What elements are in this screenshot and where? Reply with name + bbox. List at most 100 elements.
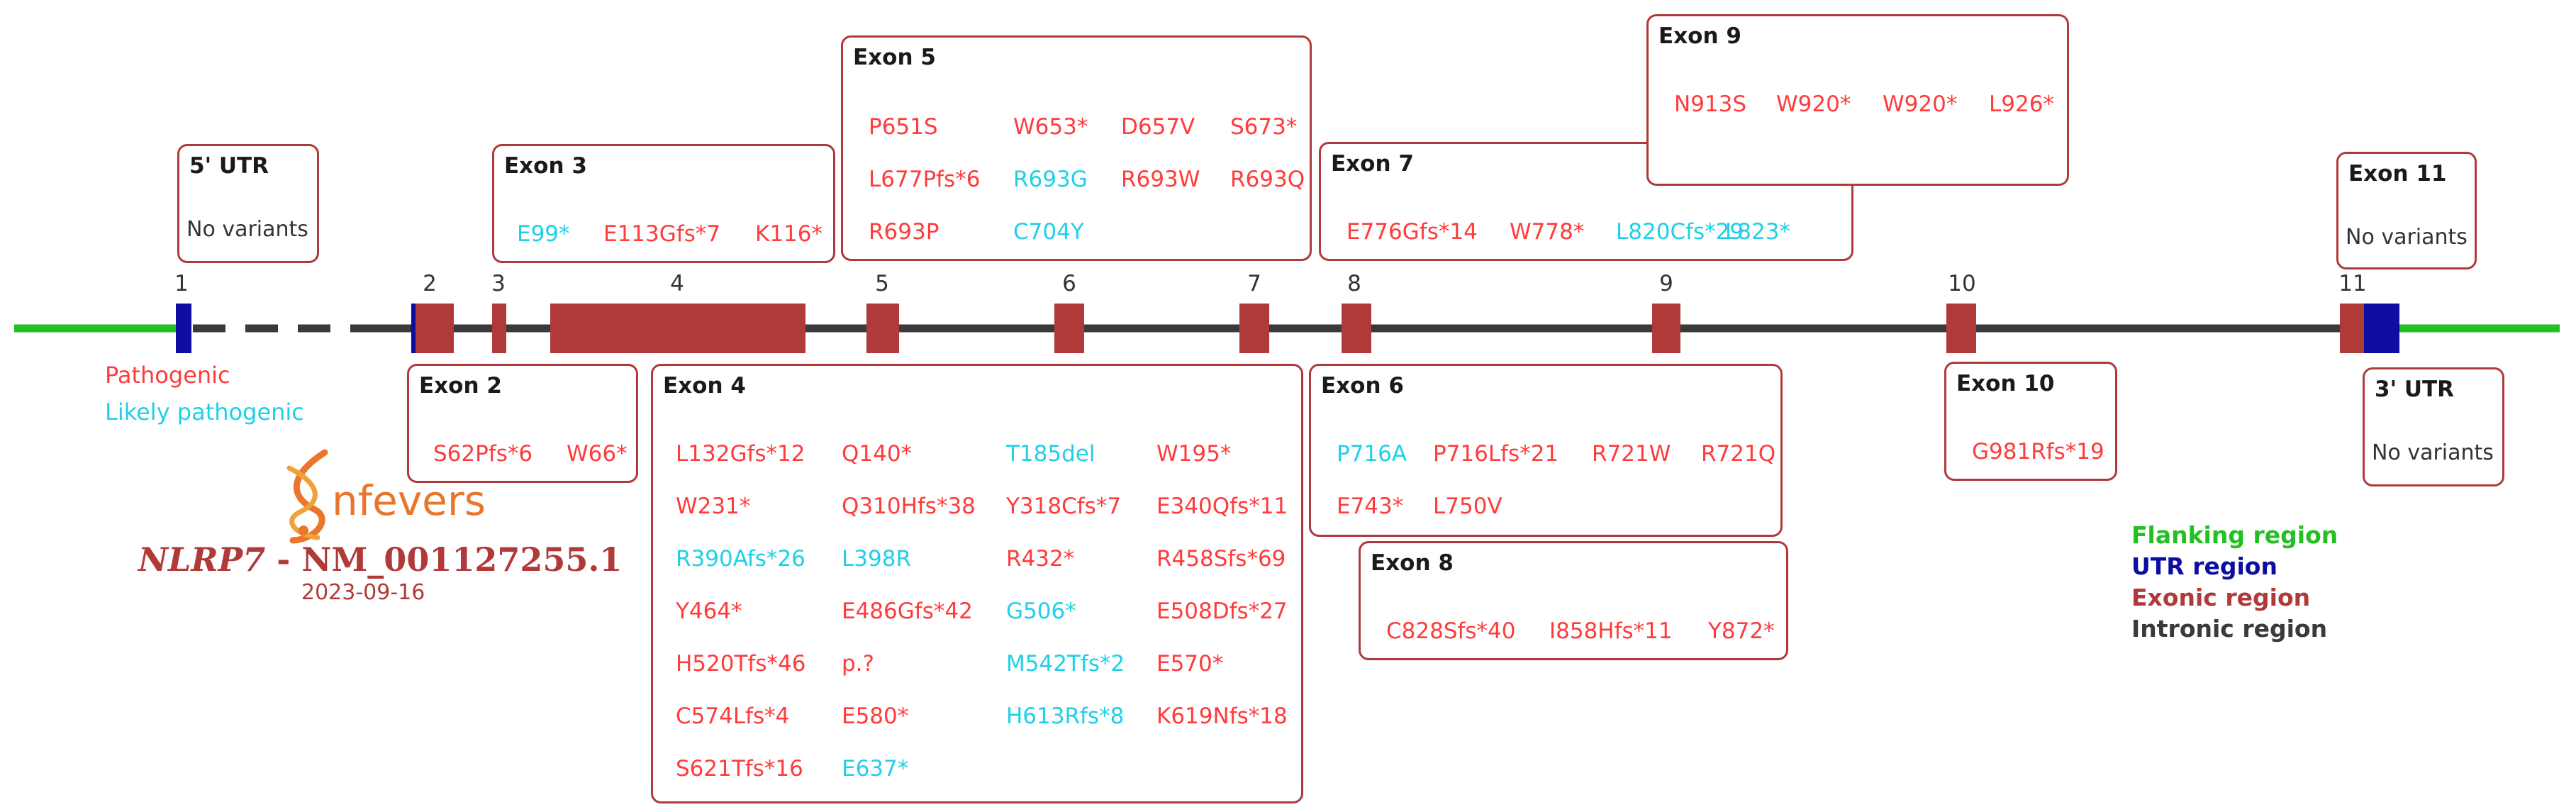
variant-label[interactable]: R721W — [1592, 441, 1671, 467]
variant-label[interactable]: I858Hfs*11 — [1549, 618, 1673, 644]
variant-label[interactable]: W195* — [1156, 441, 1232, 467]
exon-8-block — [1342, 304, 1371, 353]
exon-number-5: 5 — [875, 271, 889, 296]
variant-label[interactable]: L398R — [842, 546, 911, 572]
variant-label[interactable]: S621Tfs*16 — [676, 756, 803, 782]
variant-label[interactable]: G506* — [1006, 599, 1076, 624]
variant-label[interactable]: P651S — [869, 114, 938, 140]
variant-label[interactable]: W920* — [1776, 91, 1851, 117]
variant-label[interactable]: E486Gfs*42 — [842, 599, 973, 624]
variant-label[interactable]: L823* — [1725, 219, 1790, 245]
exon2-box: Exon 2 S62Pfs*6 W66* — [407, 364, 638, 483]
helix-logo-icon — [286, 449, 328, 544]
variant-label[interactable]: W920* — [1883, 91, 1958, 117]
exon3-box: Exon 3 E99* E113Gfs*7 K116* — [492, 144, 835, 263]
variant-label[interactable]: L926* — [1989, 91, 2054, 117]
gene-transcript: NM_001127255.1 — [301, 540, 623, 579]
variant-label[interactable]: H613Rfs*8 — [1006, 703, 1125, 729]
variant-label[interactable]: Y872* — [1708, 618, 1775, 644]
exon2-title: Exon 2 — [419, 373, 502, 399]
variant-label[interactable]: E580* — [842, 703, 909, 729]
variant-label[interactable]: W778* — [1510, 219, 1585, 245]
exon-2-utr-edge — [411, 304, 416, 353]
variant-label[interactable]: K116* — [755, 221, 823, 247]
variant-label[interactable]: E743* — [1337, 494, 1404, 519]
variant-label[interactable]: S62Pfs*6 — [433, 441, 533, 467]
variant-label[interactable]: E508Dfs*27 — [1156, 599, 1288, 624]
variant-label[interactable]: Q310Hfs*38 — [842, 494, 976, 519]
exon8-box: Exon 8 C828Sfs*40 I858Hfs*11 Y872* — [1359, 541, 1788, 660]
exon-3-block — [492, 304, 506, 353]
gene-name: NLRP7 — [138, 540, 266, 579]
gene-date: 2023-09-16 — [301, 580, 425, 605]
exon-4-block — [550, 304, 805, 353]
variant-label[interactable]: Q140* — [842, 441, 913, 467]
region-legend-item: UTR region — [2131, 552, 2277, 580]
variant-label[interactable]: Y464* — [676, 599, 742, 624]
variant-label[interactable]: R458Sfs*69 — [1156, 546, 1286, 572]
exon-7-block — [1239, 304, 1269, 353]
variant-label[interactable]: R390Afs*26 — [676, 546, 805, 572]
variant-label[interactable]: D657V — [1121, 114, 1195, 140]
gene-title: NLRP7 - NM_001127255.1 — [138, 540, 622, 579]
variant-label[interactable]: H520Tfs*46 — [676, 651, 806, 677]
variant-label[interactable]: P716A — [1337, 441, 1407, 467]
variant-label[interactable]: K619Nfs*18 — [1156, 703, 1288, 729]
variant-label[interactable]: L132Gfs*12 — [676, 441, 805, 467]
variant-label[interactable]: C704Y — [1013, 219, 1084, 245]
exon-9-block — [1652, 304, 1680, 353]
variant-label[interactable]: E570* — [1156, 651, 1224, 677]
utr5-title: 5' UTR — [189, 153, 269, 179]
variant-label[interactable]: E637* — [842, 756, 909, 782]
variant-label[interactable]: C574Lfs*4 — [676, 703, 790, 729]
exon-number-4: 4 — [670, 271, 684, 296]
exon-number-1: 1 — [174, 271, 189, 296]
region-legend-item: Flanking region — [2131, 521, 2338, 549]
utr3-no-variants: No variants — [2372, 440, 2494, 465]
variant-label[interactable]: W653* — [1013, 114, 1088, 140]
variant-label[interactable]: C828Sfs*40 — [1386, 618, 1516, 644]
variant-label[interactable]: T185del — [1006, 441, 1095, 467]
utr-3-block — [2364, 304, 2399, 353]
exon7-title: Exon 7 — [1331, 151, 1414, 177]
variant-label[interactable]: S673* — [1230, 114, 1298, 140]
variant-label[interactable]: R721Q — [1701, 441, 1776, 467]
variant-label[interactable]: R693G — [1013, 167, 1088, 192]
exon-6-block — [1054, 304, 1084, 353]
variant-label[interactable]: E99* — [517, 221, 570, 247]
variant-label[interactable]: R693P — [869, 219, 939, 245]
utr3-title: 3' UTR — [2375, 377, 2455, 402]
variant-label[interactable]: W66* — [567, 441, 628, 467]
variant-label[interactable]: G981Rfs*19 — [1972, 439, 2104, 465]
region-legend-item: Intronic region — [2131, 615, 2328, 643]
logo-wordmark: nfevers — [332, 477, 486, 525]
variant-label[interactable]: W231* — [676, 494, 751, 519]
variant-label[interactable]: N913S — [1674, 91, 1747, 117]
exon5-title: Exon 5 — [853, 45, 936, 70]
variant-label[interactable]: P716Lfs*21 — [1433, 441, 1559, 467]
variant-label[interactable]: E776Gfs*14 — [1346, 219, 1478, 245]
exon3-title: Exon 3 — [504, 153, 587, 179]
variant-label[interactable]: R693Q — [1230, 167, 1305, 192]
variant-label[interactable]: E340Qfs*11 — [1156, 494, 1288, 519]
variant-label[interactable]: M542Tfs*2 — [1006, 651, 1125, 677]
exon-number-9: 9 — [1659, 271, 1673, 296]
exon-number-8: 8 — [1347, 271, 1361, 296]
variant-label[interactable]: p.? — [842, 651, 874, 677]
variant-label[interactable]: R432* — [1006, 546, 1075, 572]
variant-label[interactable]: Y318Cfs*7 — [1006, 494, 1122, 519]
exon8-title: Exon 8 — [1371, 550, 1454, 576]
variant-label[interactable]: R693W — [1121, 167, 1200, 192]
exon-10-block — [1946, 304, 1976, 353]
utr5-no-variants: No variants — [186, 217, 308, 242]
variant-label[interactable]: L677Pfs*6 — [869, 167, 981, 192]
variant-label[interactable]: L750V — [1433, 494, 1502, 519]
exon-number-6: 6 — [1062, 271, 1076, 296]
variant-label[interactable]: L820Cfs*29 — [1616, 219, 1744, 245]
variant-label[interactable]: E113Gfs*7 — [603, 221, 721, 247]
